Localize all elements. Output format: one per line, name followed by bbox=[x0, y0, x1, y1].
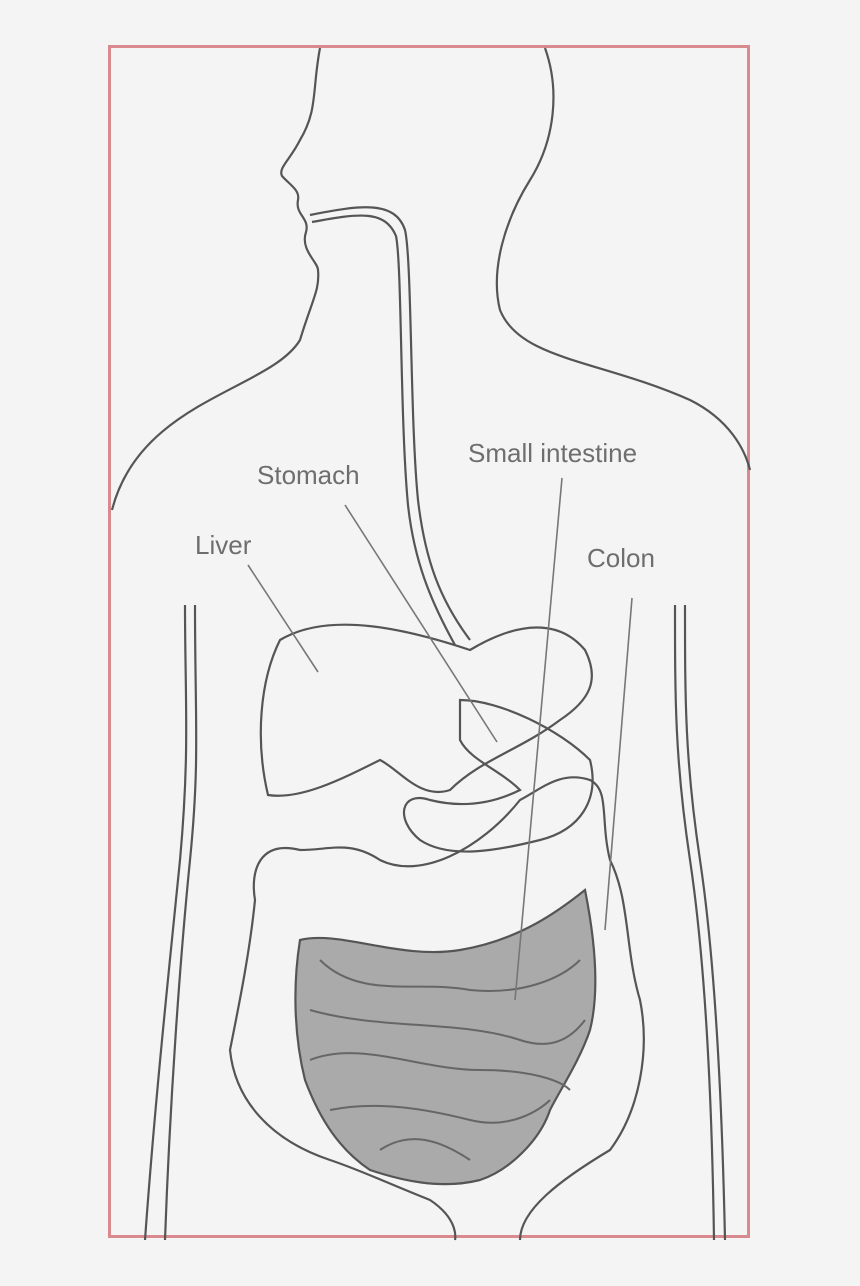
torso-left-side bbox=[143, 604, 188, 1241]
diagram-frame bbox=[108, 45, 750, 1238]
label-small-intestine: Small intestine bbox=[468, 438, 638, 468]
stomach bbox=[402, 698, 594, 853]
label-colon: Colon bbox=[587, 543, 655, 573]
colon bbox=[228, 776, 645, 1241]
leader-liver bbox=[247, 564, 319, 673]
label-stomach: Stomach bbox=[257, 460, 360, 490]
body-outline-left bbox=[110, 47, 322, 511]
leader-stomach bbox=[344, 504, 498, 743]
leader-colon bbox=[604, 597, 633, 931]
label-liver: Liver bbox=[195, 530, 252, 560]
torso-right-side bbox=[673, 604, 716, 1241]
leader-small-intestine bbox=[514, 477, 563, 1001]
body-outline-right bbox=[495, 47, 752, 471]
liver bbox=[259, 623, 593, 797]
esophagus bbox=[309, 206, 471, 641]
small-intestine bbox=[294, 888, 597, 1186]
